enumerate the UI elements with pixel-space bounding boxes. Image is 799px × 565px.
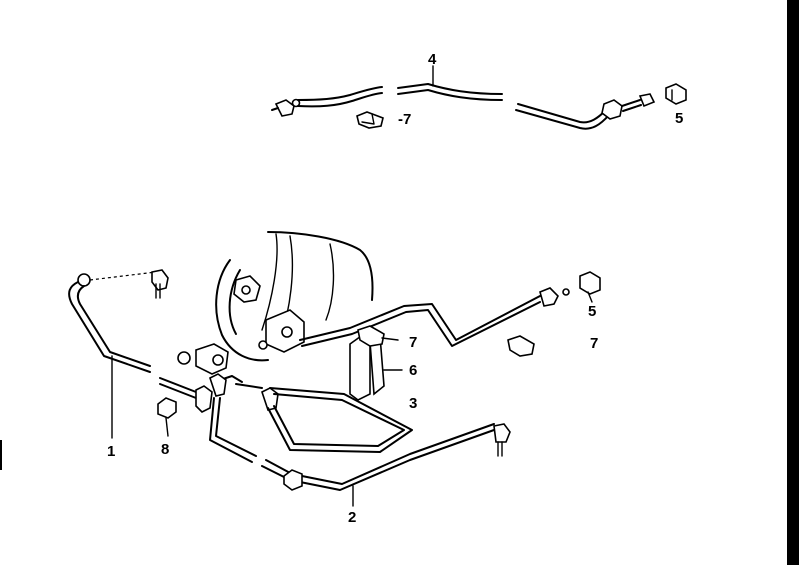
page-edge-bar — [787, 0, 799, 565]
callout-8: 8 — [161, 441, 169, 458]
callout-7-mid: 7 — [409, 334, 417, 351]
brake-line-2 — [159, 373, 511, 507]
callout-5-top: 5 — [675, 110, 683, 127]
page-edge-mark — [0, 440, 2, 470]
upper-brake-line-assembly — [271, 65, 687, 130]
callout-1: 1 — [107, 443, 115, 460]
callout-2: 2 — [348, 509, 356, 526]
callout-6: 6 — [409, 362, 417, 379]
brake-line-3 — [235, 383, 413, 453]
callout-5-mid: 5 — [588, 303, 596, 320]
callout-4: 4 — [428, 51, 437, 68]
callout-3: 3 — [409, 395, 417, 412]
callout-7-top: -7 — [398, 111, 411, 128]
brake-line-right — [157, 271, 601, 437]
callout-7-right: 7 — [590, 335, 598, 352]
brake-line-1 — [68, 269, 169, 439]
brake-drum-hub — [177, 231, 374, 383]
